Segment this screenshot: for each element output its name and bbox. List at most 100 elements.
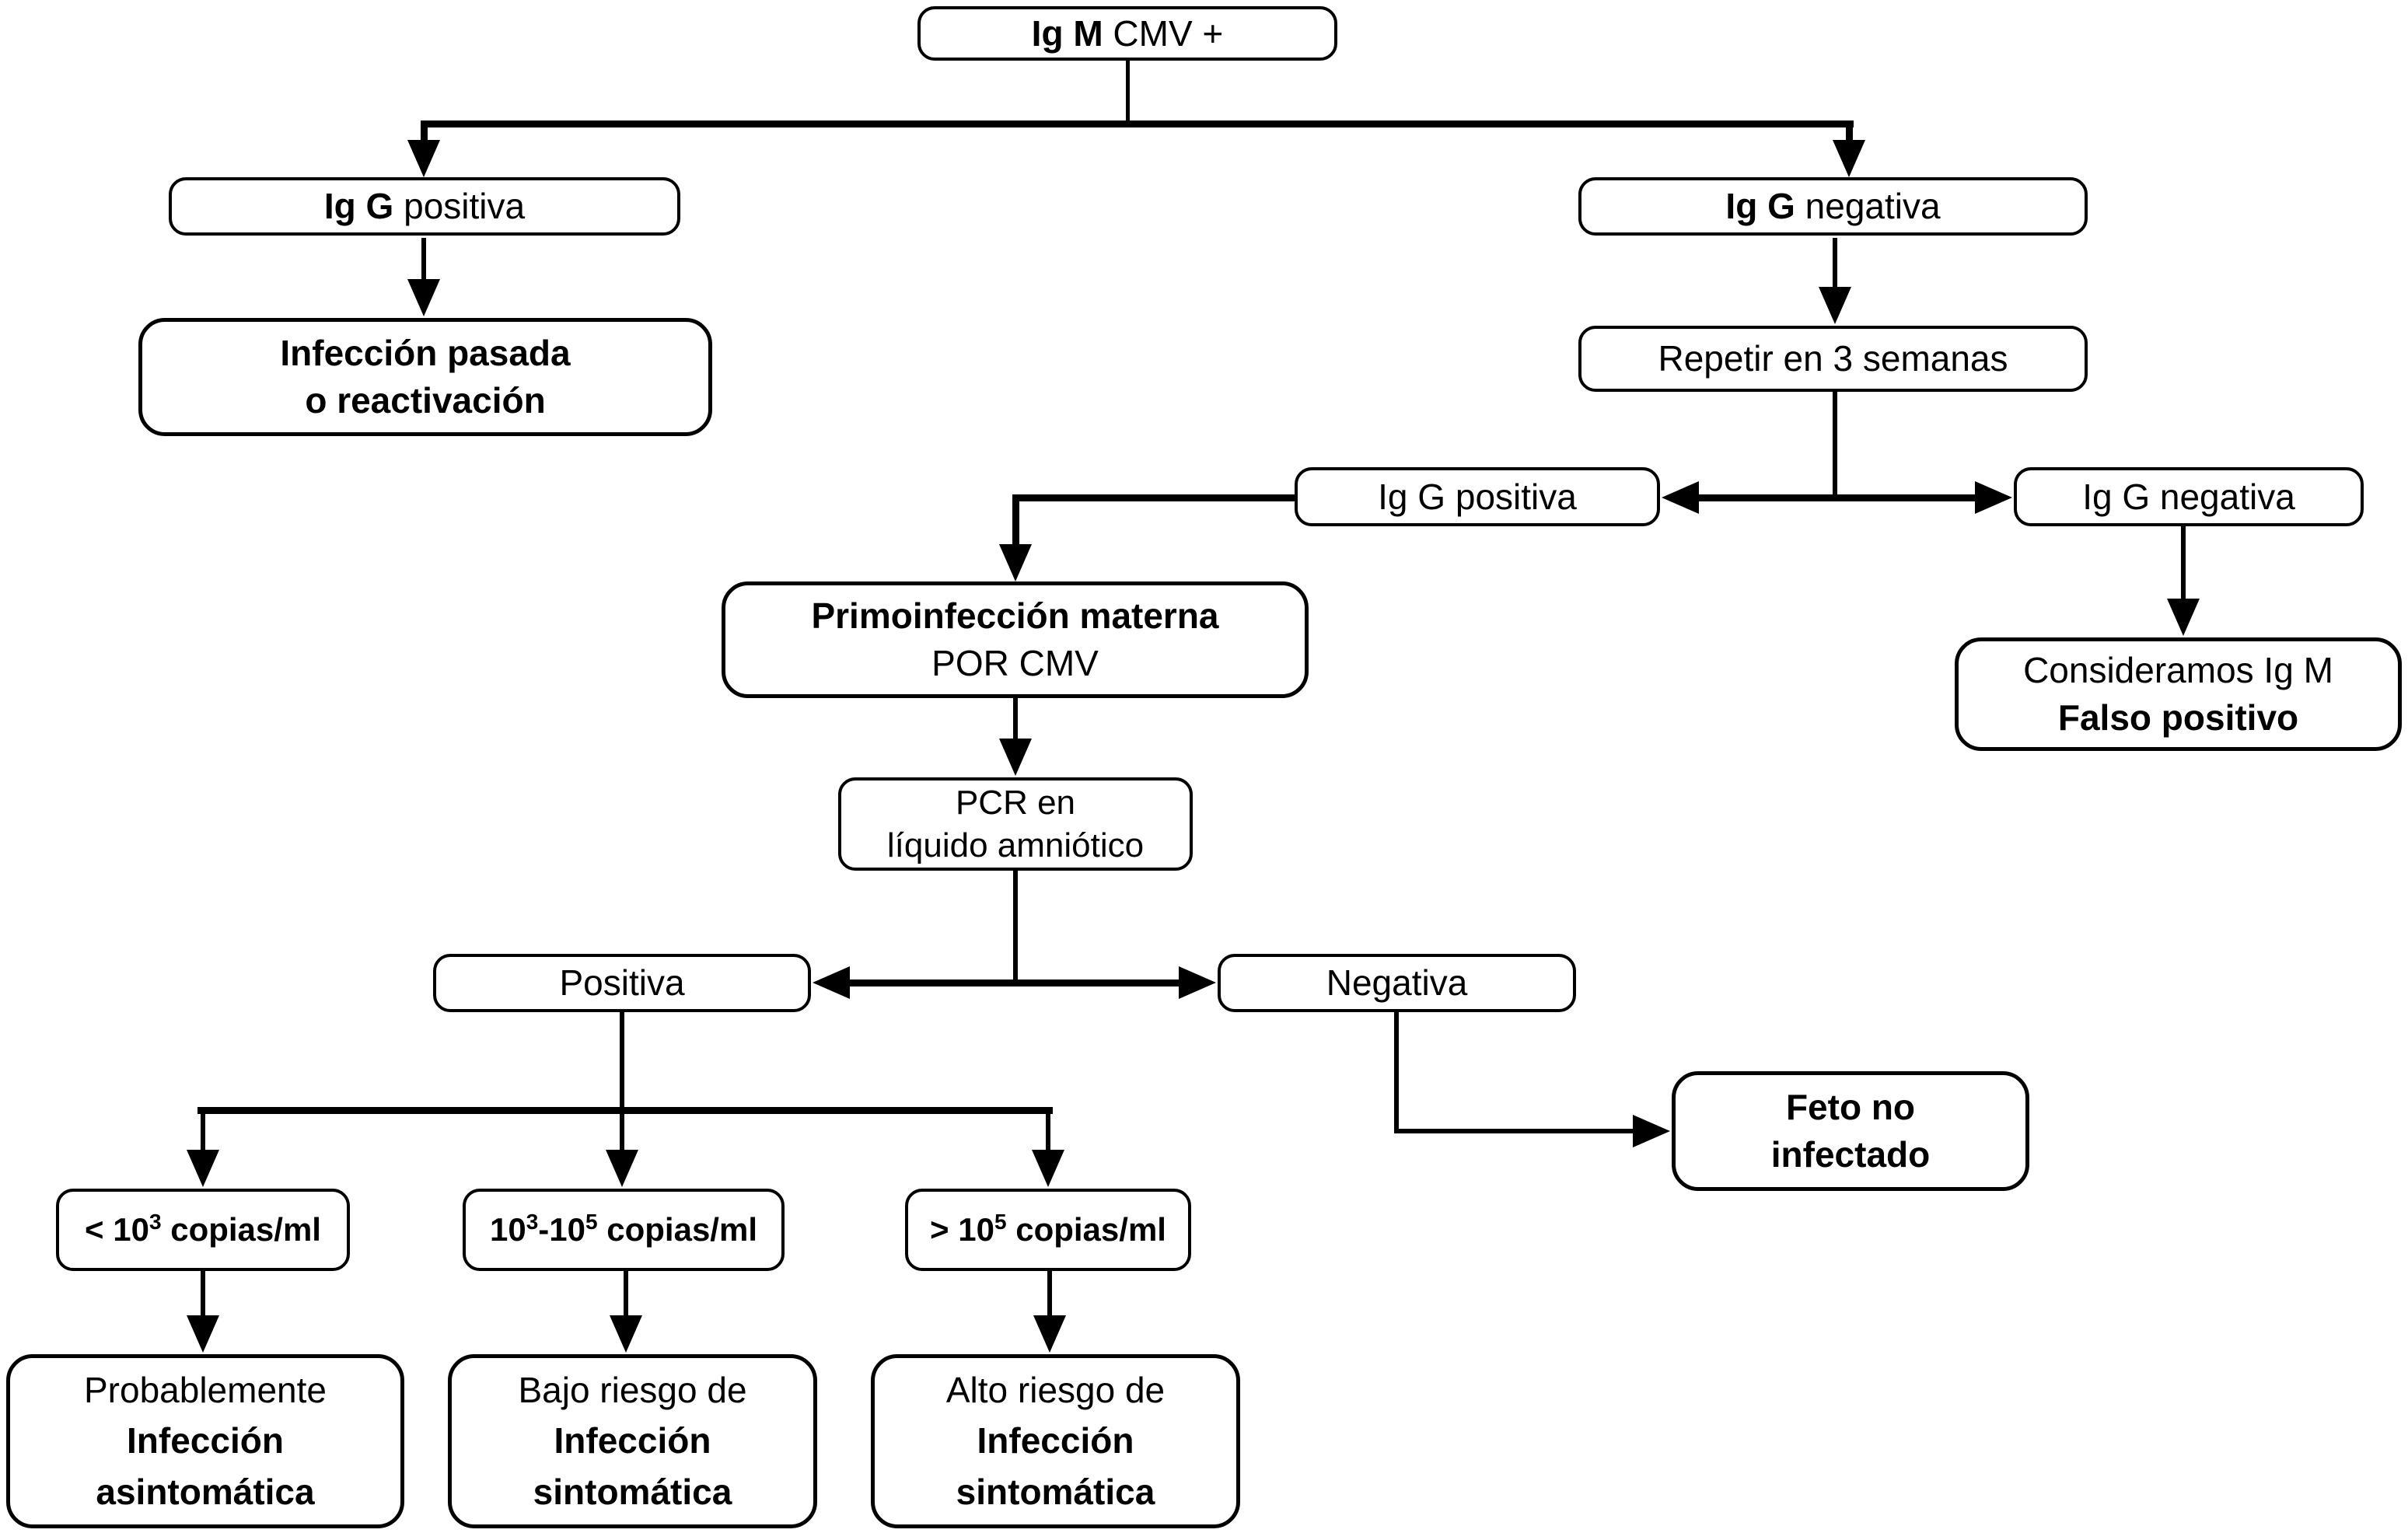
node-bajo-riesgo: Bajo riesgo de Infección sintomática (448, 1354, 817, 1528)
connector-top-branch-left-shaft (421, 120, 428, 148)
connector-iggpos2-down (1012, 494, 1019, 549)
arrowhead-to-feto (1633, 1115, 1670, 1147)
node-negativa-label: Negativa (1326, 962, 1468, 1004)
arrowhead-to-alto-riesgo (1033, 1315, 1066, 1353)
arrowhead-to-repetir (1819, 287, 1851, 324)
node-infeccion-pasada: Infección pasada o reactivación (138, 318, 712, 436)
arrowhead-to-consideramos (2167, 599, 2200, 636)
node-pcr-line2: líquido amniótico (886, 826, 1145, 864)
connector-alta-outcome (1047, 1269, 1052, 1318)
connector-repetir-split-bar (1691, 494, 1983, 501)
node-copias-media-seg3: copias/ml (597, 1211, 757, 1248)
node-prob-asintomatica: Probablemente Infección asintomática (6, 1354, 404, 1528)
node-copias-alta-seg1: > 10 (930, 1211, 994, 1248)
node-alto-riesgo-line2: Infección (977, 1420, 1134, 1461)
node-copias-media-seg2: -10 (538, 1211, 585, 1248)
node-infeccion-pasada-line2: o reactivación (305, 380, 546, 421)
node-pcr: PCR en líquido amniótico (838, 777, 1193, 871)
node-igg-negativa-2: Ig G negativa (2014, 467, 2364, 526)
arrowhead-to-igg-positiva-2 (1662, 481, 1699, 514)
node-consideramos-line2: Falso positivo (2057, 697, 2299, 738)
arrowhead-to-copias-alta (1032, 1150, 1064, 1187)
node-copias-media: 103-105 copias/ml (463, 1189, 785, 1271)
node-copias-baja: < 103 copias/ml (56, 1189, 350, 1271)
node-igg-negativa-1-strong: Ig G (1725, 186, 1795, 227)
connector-negativa-down (1394, 1011, 1399, 1133)
node-copias-alta-seg2: copias/ml (1006, 1211, 1166, 1248)
node-primoinfeccion-line2: POR CMV (931, 643, 1099, 683)
arrowhead-to-prob-asintomatica (187, 1315, 219, 1353)
node-copias-baja-sup1: 3 (149, 1210, 162, 1234)
connector-copias-bar (197, 1107, 1053, 1114)
arrowhead-to-igg-positiva-1 (407, 140, 440, 177)
node-igg-positiva-1: Ig G positiva (169, 177, 680, 236)
node-copias-baja-seg2: copias/ml (161, 1211, 321, 1248)
node-igg-positiva-1-rest: positiva (393, 186, 526, 227)
connector-copias-right-shaft (1046, 1107, 1050, 1154)
node-copias-baja-seg1: < 10 (85, 1211, 149, 1248)
node-igg-positiva-2-label: Ig G positiva (1378, 476, 1577, 517)
node-bajo-riesgo-line1: Bajo riesgo de (518, 1370, 747, 1411)
connector-igm-stub (1126, 59, 1130, 124)
node-infeccion-pasada-line1: Infección pasada (280, 333, 571, 374)
node-copias-media-sup1: 3 (526, 1210, 539, 1234)
node-prob-asintomatica-line3: asintomática (96, 1471, 315, 1512)
arrowhead-to-negativa (1179, 966, 1216, 999)
connector-media-outcome (624, 1269, 628, 1318)
arrowhead-to-pcr (999, 739, 1032, 776)
connector-iggpos2-left (1012, 494, 1296, 501)
node-consideramos-line1: Consideramos Ig M (2023, 650, 2333, 691)
arrowhead-to-copias-baja (187, 1150, 219, 1187)
arrowhead-to-primoinfeccion (999, 544, 1032, 581)
node-alto-riesgo-line1: Alto riesgo de (945, 1370, 1166, 1411)
node-copias-alta: > 105 copias/ml (905, 1189, 1191, 1271)
node-negativa: Negativa (1218, 954, 1576, 1012)
node-positiva: Positiva (433, 954, 811, 1012)
node-primoinfeccion: Primoinfección materna POR CMV (722, 581, 1309, 698)
node-copias-media-seg1: 10 (490, 1211, 526, 1248)
node-repetir-label: Repetir en 3 semanas (1658, 338, 2008, 379)
arrowhead-to-igg-negativa-1 (1833, 140, 1865, 177)
connector-iggneg2-consideramos (2181, 525, 2186, 602)
node-alto-riesgo: Alto riesgo de Infección sintomática (871, 1354, 1240, 1528)
arrowhead-to-positiva (813, 966, 850, 999)
node-igg-negativa-1-rest: negativa (1795, 186, 1941, 227)
connector-iggneg1-repetir (1833, 238, 1837, 294)
node-igm-cmv: Ig M CMV + (917, 6, 1337, 61)
node-prob-asintomatica-line2: Infección (127, 1420, 284, 1461)
connector-primo-pcr (1013, 697, 1018, 743)
node-positiva-label: Positiva (559, 962, 685, 1004)
node-copias-alta-sup1: 5 (994, 1210, 1007, 1234)
connector-top-branch-right-shaft (1846, 120, 1853, 148)
connector-top-branch-bar (421, 120, 1854, 127)
connector-copias-left-shaft (201, 1107, 205, 1154)
connector-iggpos1-infeccion (421, 238, 426, 286)
node-feto-no-infectado-line1: Feto no (1785, 1087, 1916, 1128)
node-igg-positiva-1-strong: Ig G (323, 186, 394, 227)
arrowhead-to-bajo-riesgo (610, 1315, 642, 1353)
node-primoinfeccion-line1: Primoinfección materna (811, 595, 1219, 637)
node-bajo-riesgo-line2: Infección (554, 1420, 711, 1461)
node-alto-riesgo-line3: sintomática (956, 1471, 1155, 1512)
arrowhead-to-infeccion-pasada (407, 279, 440, 316)
node-repetir: Repetir en 3 semanas (1578, 326, 2088, 392)
node-consideramos: Consideramos Ig M Falso positivo (1955, 637, 2402, 751)
node-pcr-line1: PCR en (955, 784, 1076, 822)
arrowhead-to-igg-negativa-2 (1975, 481, 2012, 514)
node-igg-positiva-2: Ig G positiva (1295, 467, 1660, 526)
connector-positiva-down (620, 1011, 624, 1154)
arrowhead-to-copias-media (606, 1150, 638, 1187)
connector-repetir-down (1833, 389, 1837, 500)
node-bajo-riesgo-line3: sintomática (533, 1471, 732, 1512)
node-igg-negativa-2-label: Ig G negativa (2082, 476, 2295, 517)
connector-pcr-split-bar (844, 980, 1186, 986)
node-igm-cmv-strong: Ig M (1031, 12, 1103, 54)
node-feto-no-infectado-line2: infectado (1770, 1134, 1931, 1175)
node-copias-media-sup2: 5 (585, 1210, 598, 1234)
connector-negativa-right (1394, 1129, 1635, 1133)
connector-baja-outcome (201, 1269, 205, 1318)
node-igg-negativa-1: Ig G negativa (1578, 177, 2088, 236)
node-prob-asintomatica-line1: Probablemente (84, 1370, 327, 1411)
node-igm-cmv-rest: CMV + (1103, 12, 1224, 54)
